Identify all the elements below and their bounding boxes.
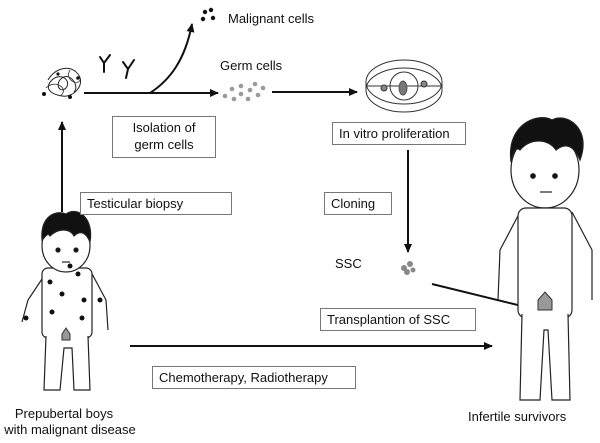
- cloning-label: Cloning: [331, 196, 376, 211]
- isolation-line2: germ cells: [134, 137, 194, 152]
- tumor-spots: [23, 263, 103, 321]
- prepubertal-label-line1: Prepubertal boys: [14, 406, 114, 421]
- germ-cells-label: Germ cells: [220, 58, 283, 73]
- malignant-cells-label: Malignant cells: [228, 11, 314, 26]
- transplantation-box: Transplantion of SSC: [320, 308, 476, 331]
- culture-dish-icon: [365, 59, 443, 113]
- isolation-box: Isolation of germ cells: [112, 116, 216, 158]
- isolation-line1: Isolation of: [132, 120, 196, 135]
- transplantation-label: Transplantion of SSC: [327, 312, 451, 327]
- arrow-transplant: [431, 283, 531, 310]
- infertile-survivors-label: Infertile survivors: [468, 409, 567, 424]
- chemo-label: Chemotherapy, Radiotherapy: [159, 370, 328, 385]
- antibody-icon: [99, 54, 135, 79]
- ssc-cluster-icon: [401, 261, 416, 275]
- child-figure: [21, 211, 109, 391]
- child-testis-icon: [61, 327, 71, 341]
- ssc-label: SSC: [335, 256, 362, 271]
- testicular-biopsy-label: Testicular biopsy: [87, 196, 184, 211]
- prepubertal-label-line2: with malignant disease: [4, 422, 136, 437]
- arrow-to-malignant-cells: [149, 23, 195, 94]
- in-vitro-box: In vitro proliferation: [332, 122, 466, 145]
- in-vitro-label: In vitro proliferation: [339, 126, 450, 141]
- cloning-box: Cloning: [324, 192, 392, 215]
- adult-testis-icon: [537, 291, 553, 311]
- biopsy-tissue-icon: [42, 67, 82, 99]
- chemo-box: Chemotherapy, Radiotherapy: [152, 366, 356, 389]
- germ-cells-dots: [222, 81, 266, 102]
- malignant-cells-dots: [200, 7, 216, 22]
- adult-figure: [497, 117, 593, 401]
- testicular-biopsy-box: Testicular biopsy: [80, 192, 232, 215]
